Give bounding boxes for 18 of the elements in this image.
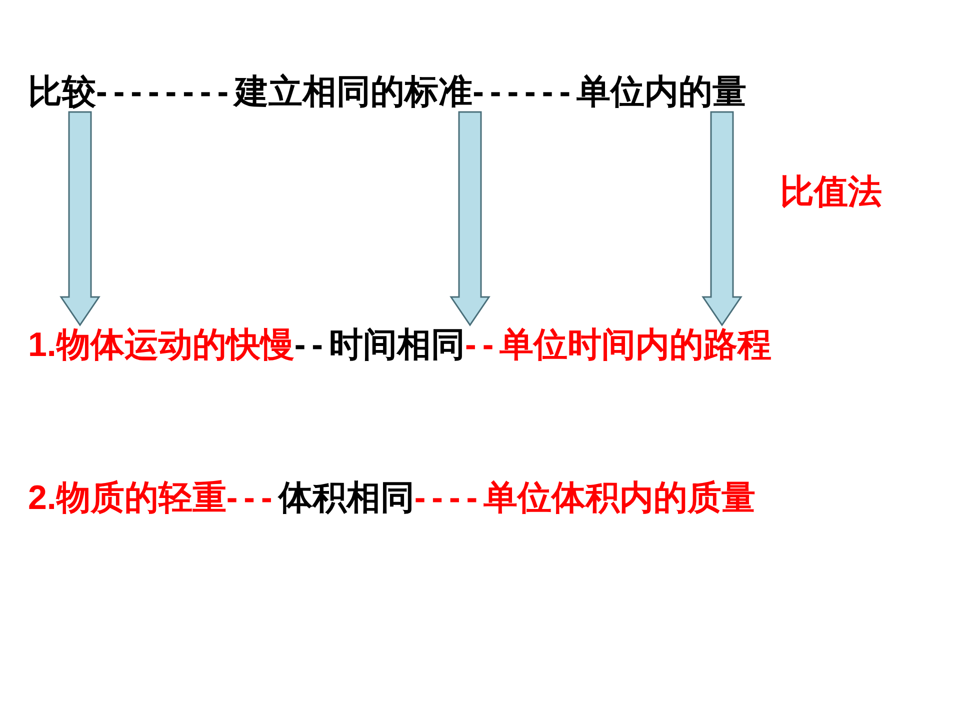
node-text: 单位内的量 bbox=[576, 72, 747, 112]
block-arrow bbox=[450, 111, 490, 326]
dash-separator: -- bbox=[294, 325, 330, 365]
method-label: 比值法 bbox=[780, 172, 882, 212]
dash-separator: --- bbox=[226, 478, 278, 518]
dash-separator: ---- bbox=[414, 478, 484, 518]
node-text: 时间相同 bbox=[329, 325, 466, 365]
node-text: 2.物质的轻重 bbox=[28, 478, 226, 518]
block-arrow bbox=[60, 111, 100, 326]
node-text: 1.物体运动的快慢 bbox=[28, 325, 294, 365]
node-text: 体积相同 bbox=[278, 478, 414, 518]
block-arrow bbox=[702, 111, 742, 326]
node-text: 建立相同的标准 bbox=[234, 72, 473, 112]
node-text: 比较 bbox=[28, 72, 96, 112]
dash-separator: -- bbox=[465, 325, 500, 365]
dash-separator: ------ bbox=[472, 72, 577, 112]
node-text: 单位时间内的路程 bbox=[500, 325, 772, 365]
node-text: 单位体积内的质量 bbox=[484, 478, 756, 518]
